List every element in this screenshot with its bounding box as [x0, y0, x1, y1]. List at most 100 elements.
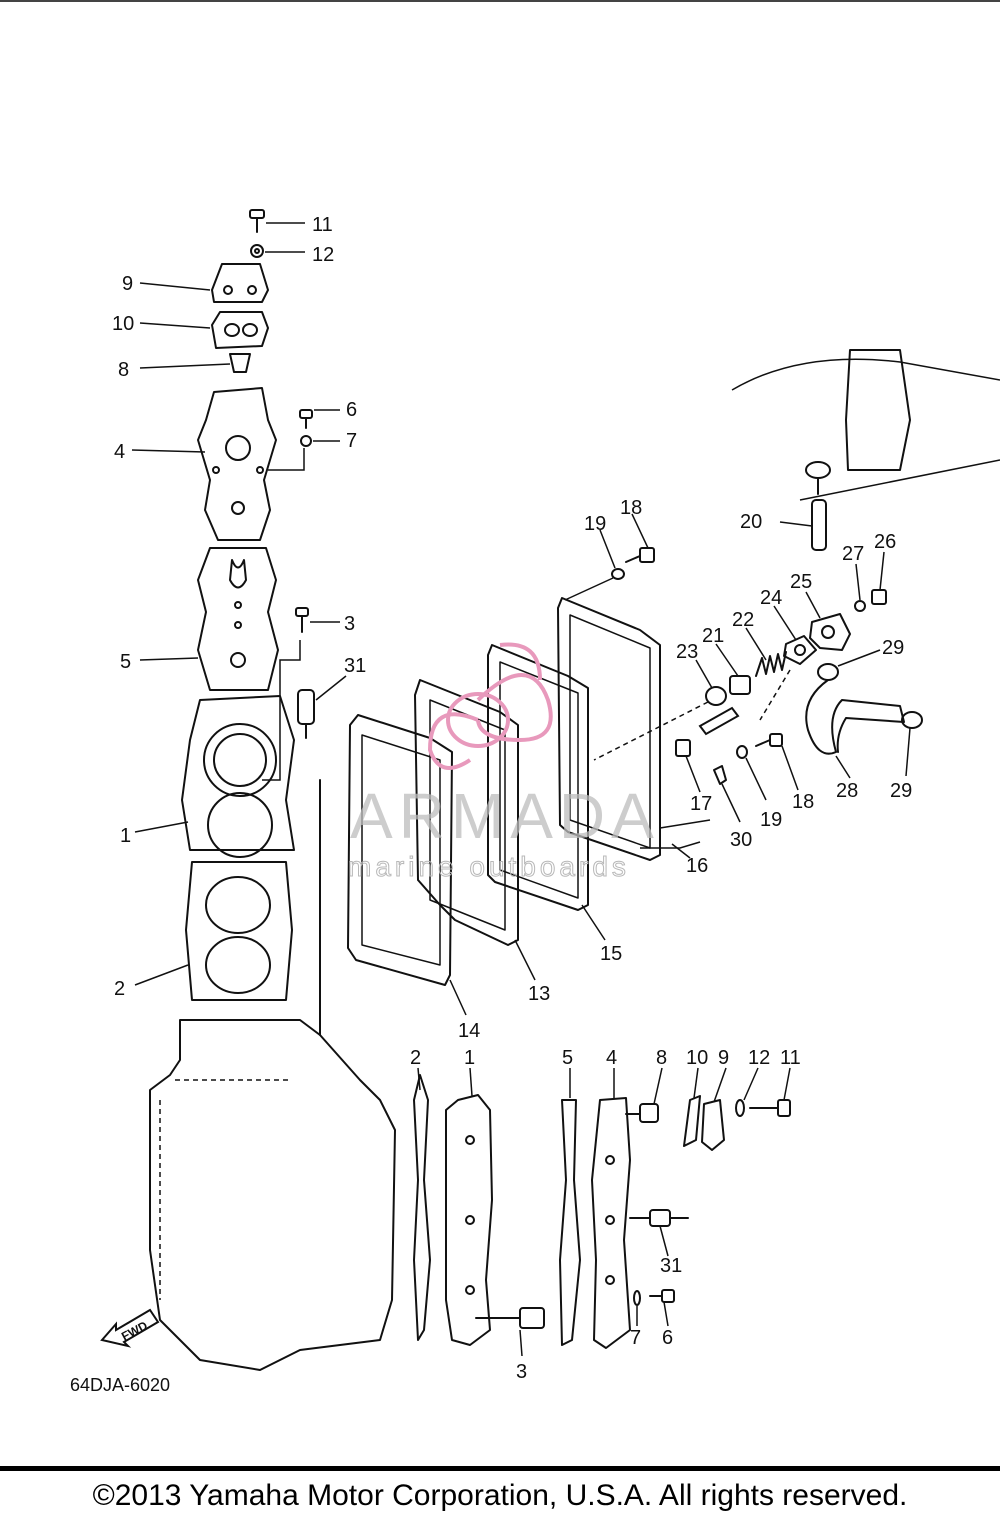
- fitting-8-side: [625, 1067, 663, 1123]
- washer-27: [854, 563, 866, 612]
- cover-25: [805, 591, 851, 651]
- callout-14: 14: [458, 1020, 480, 1042]
- copyright-text: ©2013 Yamaha Motor Corporation, U.S.A. A…: [92, 1479, 908, 1512]
- callout-2-side: 2: [410, 1047, 421, 1069]
- callout-5: 5: [120, 651, 131, 673]
- callout-13: 13: [528, 983, 550, 1005]
- callout-31-side: 31: [660, 1255, 682, 1277]
- bolt-11-top: [249, 209, 305, 233]
- callout-7: 7: [346, 430, 357, 452]
- callout-1: 1: [120, 825, 131, 847]
- powerhead-block: [149, 779, 396, 1371]
- callout-20: 20: [740, 511, 762, 533]
- fwd-arrow-icon: FWD: [100, 1308, 160, 1348]
- bolt-3-side: [475, 1307, 545, 1357]
- callout-22: 22: [732, 609, 754, 631]
- callout-15: 15: [600, 943, 622, 965]
- callout-5-side: 5: [562, 1047, 573, 1069]
- callout-4-side: 4: [606, 1047, 617, 1069]
- cover-15: [487, 644, 606, 941]
- washer-19-upper: [564, 529, 625, 601]
- callout-1-side: 1: [464, 1047, 475, 1069]
- clamp-29-lower: [901, 711, 923, 777]
- engine-outline-right: [731, 349, 1000, 501]
- bolt-3-upper: [262, 607, 340, 781]
- callout-7-side: 7: [630, 1327, 641, 1349]
- callout-12: 12: [312, 244, 334, 266]
- spring-22: [745, 627, 787, 677]
- cover-9-top: [139, 263, 269, 303]
- callout-25: 25: [790, 571, 812, 593]
- fitting-8-top: [139, 353, 251, 373]
- thermostat-21: [715, 643, 751, 695]
- sensor-31-upper: [297, 675, 347, 739]
- callout-24: 24: [760, 587, 782, 609]
- callout-28: 28: [836, 780, 858, 802]
- callout-16: 16: [686, 855, 708, 877]
- bolt-6-upper: [299, 409, 340, 429]
- callout-19-lower: 19: [760, 809, 782, 831]
- callout-29-lower: 29: [890, 780, 912, 802]
- callout-9-side: 9: [718, 1047, 729, 1069]
- callout-8: 8: [118, 359, 129, 381]
- cover-4-upper: [131, 387, 277, 541]
- gasket-10-side: [683, 1067, 701, 1147]
- washer-7-side: [633, 1290, 641, 1326]
- cover-1-side: [445, 1067, 493, 1346]
- callout-2: 2: [114, 978, 125, 1000]
- callout-3-side: 3: [516, 1361, 527, 1383]
- watermark-logo: [427, 642, 553, 770]
- watermark-title: ARMADA: [350, 780, 660, 852]
- pipe-17: [675, 706, 740, 793]
- top-rule: [0, 0, 1000, 2]
- callout-18-lower: 18: [792, 791, 814, 813]
- callout-18-upper: 18: [620, 497, 642, 519]
- callout-12-side: 12: [748, 1047, 770, 1069]
- callout-30: 30: [730, 829, 752, 851]
- gasket-5-side: [559, 1068, 581, 1346]
- watermark-subtitle: marine outboards: [348, 851, 630, 882]
- gasket-10-top: [139, 311, 269, 349]
- callout-8-side: 8: [656, 1047, 667, 1069]
- washer-7-upper: [268, 435, 340, 471]
- callout-17: 17: [690, 793, 712, 815]
- washer-19-lower: [736, 745, 767, 801]
- hose-20: [779, 499, 827, 551]
- gasket-24: [773, 605, 817, 665]
- callout-10-side: 10: [686, 1047, 708, 1069]
- diagram-code: 64DJA-6020: [70, 1375, 171, 1395]
- cover-9-side: [701, 1067, 727, 1151]
- cover-4-side: [591, 1068, 631, 1349]
- hose-28: [805, 679, 905, 779]
- callout-26: 26: [874, 531, 896, 553]
- bolt-18-upper: [625, 513, 655, 563]
- callout-31-upper: 31: [344, 655, 366, 677]
- cover-16: [557, 597, 711, 861]
- cover-14: [347, 714, 467, 1016]
- washer-12-top: [250, 244, 305, 258]
- callout-6-side: 6: [662, 1327, 673, 1349]
- washer-12-side: [735, 1067, 759, 1117]
- callout-9: 9: [122, 273, 133, 295]
- cap-20-top: [805, 461, 831, 495]
- callout-27: 27: [842, 543, 864, 565]
- callout-19-upper: 19: [584, 513, 606, 535]
- bolt-11-side: [749, 1067, 791, 1117]
- callout-23: 23: [676, 641, 698, 663]
- callout-3: 3: [344, 613, 355, 635]
- callout-4: 4: [114, 441, 125, 463]
- callout-21: 21: [702, 625, 724, 647]
- callouts: 1 2 3 4 5 6 7 8 9 10 11 12 13 14 15 16 1…: [112, 214, 912, 1383]
- bolt-26: [871, 551, 887, 605]
- bolt-6-side: [649, 1289, 675, 1327]
- gasket-2-side: [413, 1067, 431, 1341]
- callout-29-upper: 29: [882, 637, 904, 659]
- exhaust-cover-1: [134, 695, 295, 858]
- clamp-29-upper: [817, 649, 881, 681]
- copyright-bar: ©2013 Yamaha Motor Corporation, U.S.A. A…: [0, 1466, 1000, 1522]
- gasket-2: [134, 861, 293, 1001]
- callout-11: 11: [312, 214, 333, 236]
- gasket-5-upper: [139, 547, 279, 691]
